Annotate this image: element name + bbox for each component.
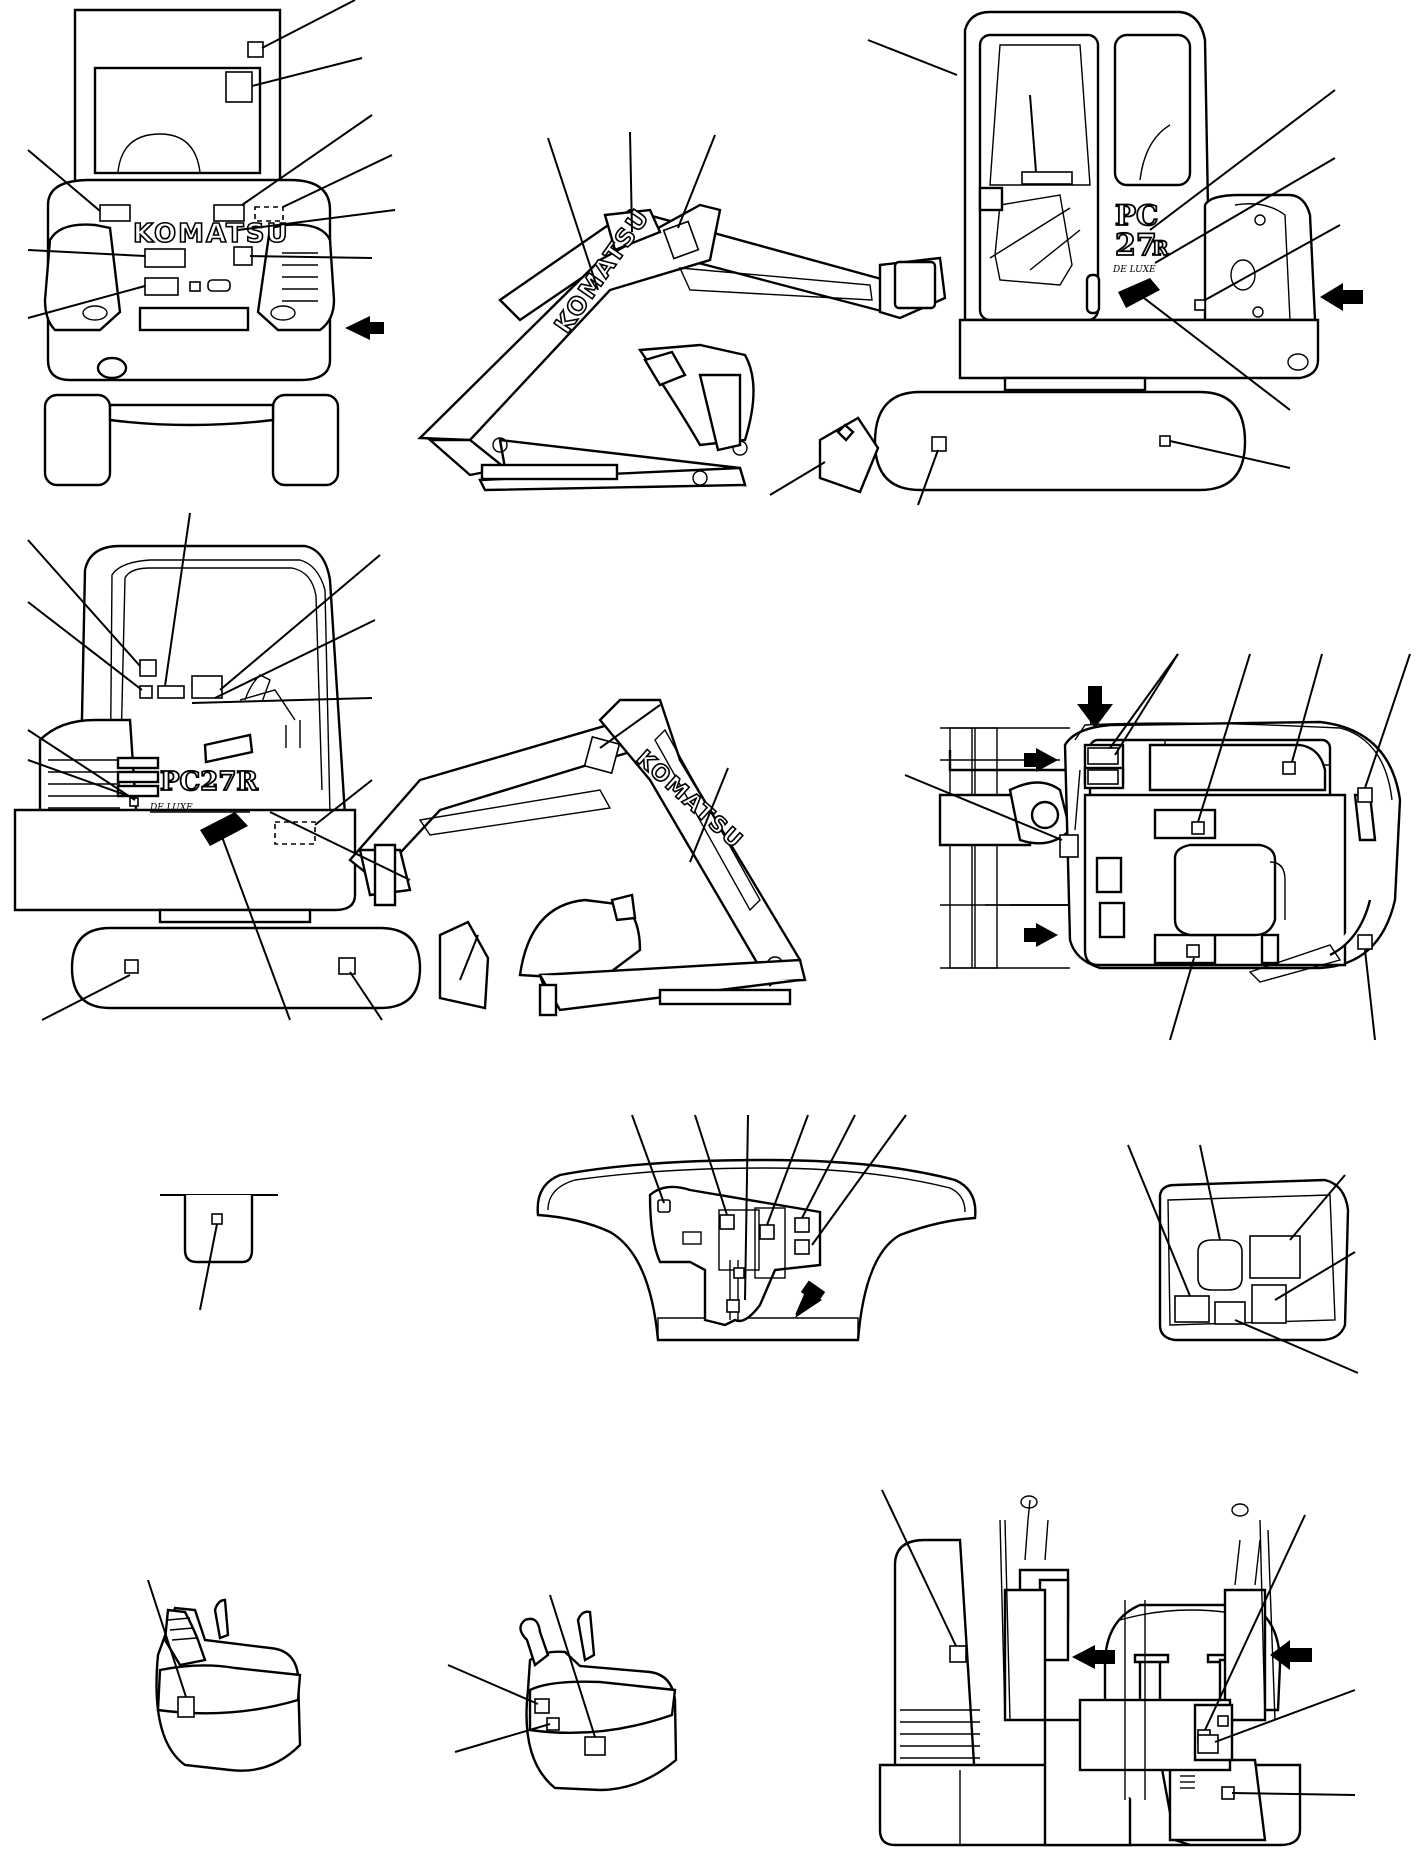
brand-logo-front: KOMATSU	[133, 219, 290, 249]
left-side-view: PC 27 R DE LUXE KOMATSU	[417, 10, 1363, 506]
trim-text: DE LUXE	[1112, 265, 1156, 275]
right-side-decal-markers	[124, 659, 621, 975]
model-prefix: PC	[1115, 199, 1158, 232]
right-side-leader-lines	[27, 512, 729, 1021]
top-view-leader-lines	[904, 653, 1411, 1041]
seat-view-decal-markers	[949, 1645, 1235, 1800]
seat-view-leader-lines	[881, 1489, 1356, 1796]
right-side-model-decal: PC27R DE LUXE	[116, 756, 259, 846]
control-lever-right	[447, 1594, 678, 1792]
model-text: PC27R	[160, 767, 258, 797]
front-view: KOMATSU	[27, 0, 396, 487]
dashboard-decal-markers	[719, 1214, 810, 1313]
front-leader-lines	[27, 0, 396, 319]
model-number: 27	[1115, 228, 1157, 263]
dashboard-detail	[536, 1114, 977, 1342]
sticker-panel-detail	[1127, 1144, 1359, 1374]
front-decal-markers	[99, 41, 284, 296]
left-side-leader-lines	[547, 39, 1341, 506]
top-view-decal-markers	[1059, 747, 1373, 958]
operator-seat-view	[878, 1489, 1356, 1847]
sticker-panel-decal-markers	[1174, 1235, 1301, 1325]
dashboard-leader-lines	[631, 1114, 907, 1301]
trim-text-right: DE LUXE	[149, 803, 193, 813]
left-side-decal-markers	[662, 220, 1206, 452]
right-side-view: PC27R DE LUXE KOMATSU	[13, 512, 807, 1021]
top-view-arrows	[1024, 686, 1113, 947]
left-side-model-decal: PC 27 R DE LUXE	[1112, 198, 1170, 308]
model-suffix: R	[1152, 236, 1169, 260]
sticker-panel-leader-lines	[1127, 1144, 1359, 1374]
control-lever-left	[147, 1579, 302, 1772]
panel-detail-small	[160, 1194, 278, 1311]
lever-right-leader-lines	[447, 1594, 596, 1753]
lever-right-decal-markers	[534, 1698, 606, 1756]
top-view	[904, 653, 1411, 1041]
